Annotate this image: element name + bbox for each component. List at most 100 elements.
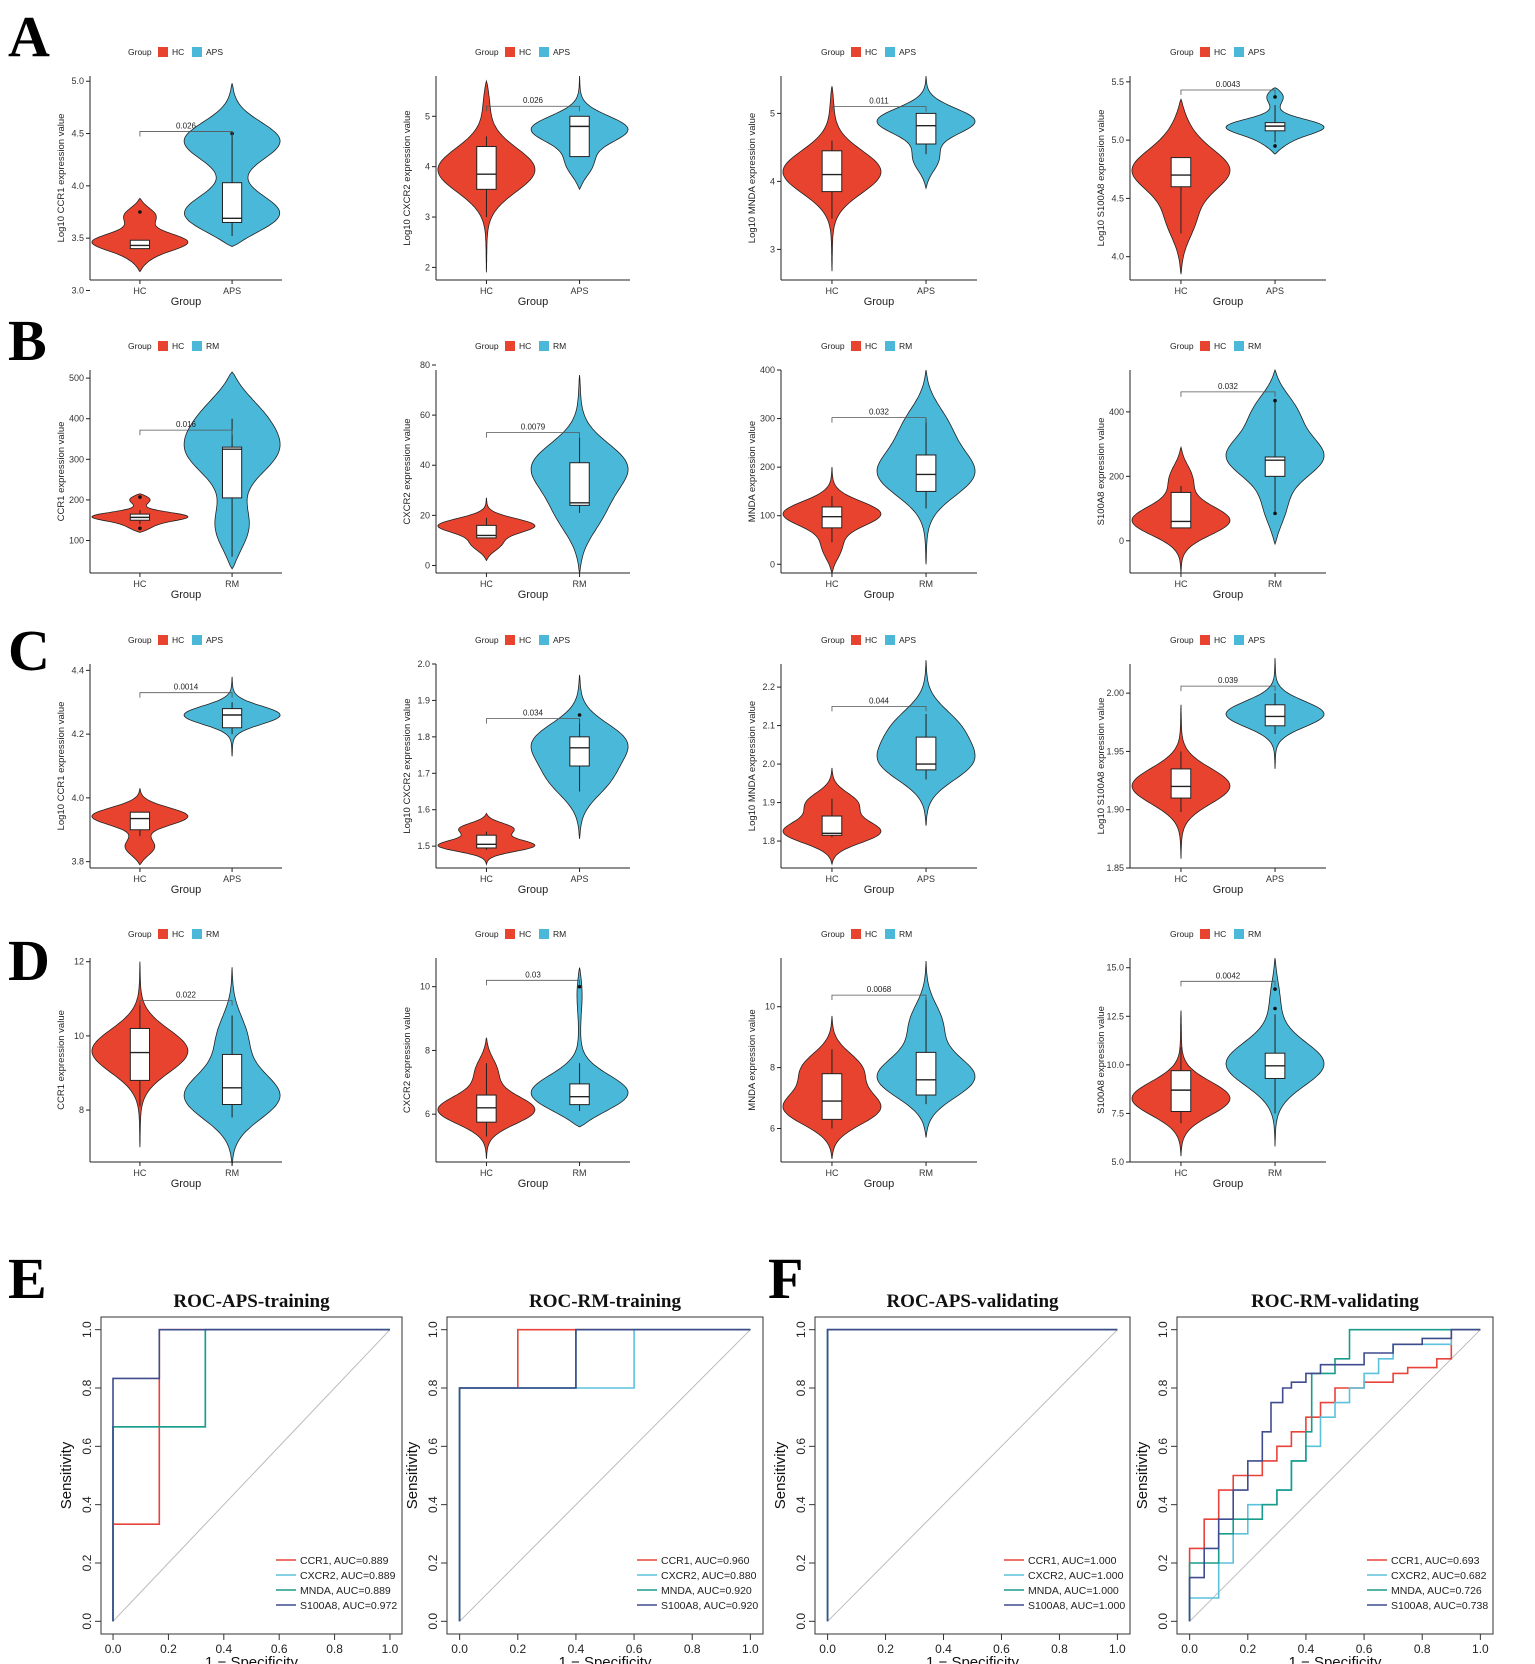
p-value-label: 0.026 xyxy=(176,121,197,130)
panel-letter-b: B xyxy=(8,308,47,373)
legend-label: HC xyxy=(519,635,531,645)
outlier-point xyxy=(1273,987,1277,991)
legend-title: Group xyxy=(128,341,152,351)
y-axis-label: Log10 CCR1 expression value xyxy=(56,702,67,831)
x-axis-label: Group xyxy=(518,884,549,896)
legend-label: APS xyxy=(899,635,916,645)
legend-swatch-hc xyxy=(505,635,515,645)
y-tick-label: 0 xyxy=(1119,536,1124,546)
x-tick-label: 0.0 xyxy=(105,1642,122,1656)
x-axis-label: 1 − Specificity xyxy=(1289,1654,1382,1664)
legend-title: Group xyxy=(1170,341,1194,351)
y-axis-label: S100A8 expression value xyxy=(1096,418,1107,526)
x-axis-label: Group xyxy=(518,1178,549,1190)
y-axis-label: Log10 S100A8 expression value xyxy=(1096,698,1107,835)
y-tick-label: 0.4 xyxy=(1156,1496,1170,1513)
legend-swatch-case xyxy=(539,341,549,351)
legend-label: HC xyxy=(865,47,877,57)
box xyxy=(821,506,843,529)
roc-curve-ccr1 xyxy=(1188,1328,1481,1622)
y-tick-label: 2.0 xyxy=(762,759,775,769)
legend-swatch-case xyxy=(539,635,549,645)
y-tick-label: 100 xyxy=(760,511,775,521)
legend-swatch-hc xyxy=(158,341,168,351)
legend-label: HC xyxy=(172,47,184,57)
x-tick-label: 0.8 xyxy=(1414,1642,1431,1656)
box xyxy=(476,146,497,190)
x-tick-label: HC xyxy=(480,286,493,296)
x-tick-label: HC xyxy=(133,1168,146,1178)
x-axis-label: Group xyxy=(1213,589,1244,601)
x-tick-label: 1.0 xyxy=(382,1642,399,1656)
x-tick-label: HC xyxy=(1174,286,1187,296)
legend-label: APS xyxy=(1248,635,1265,645)
x-tick-label: 0.6 xyxy=(271,1642,288,1656)
y-tick-label: 0.4 xyxy=(80,1496,94,1513)
x-axis-label: Group xyxy=(171,296,202,308)
y-tick-label: 0 xyxy=(425,560,430,570)
legend-swatch-hc xyxy=(1200,929,1210,939)
significance-bracket xyxy=(486,105,580,112)
box xyxy=(821,1073,843,1120)
y-axis-label: Log10 CXCR2 expression value xyxy=(402,698,413,833)
roc-plot-1: ROC-APS-training0.00.00.20.20.40.40.60.6… xyxy=(58,1291,403,1664)
significance-bracket xyxy=(1180,685,1276,692)
x-tick-label: 0.2 xyxy=(509,1642,526,1656)
y-tick-label: 3 xyxy=(425,212,430,222)
legend-entry: CCR1, AUC=0.693 xyxy=(1391,1555,1480,1567)
x-axis-label: 1 − Specificity xyxy=(559,1654,652,1664)
y-tick-label: 400 xyxy=(69,414,84,424)
x-tick-label: 0.6 xyxy=(626,1642,643,1656)
legend-label: APS xyxy=(899,47,916,57)
legend-swatch-case xyxy=(885,47,895,57)
y-tick-label: 3.8 xyxy=(71,857,84,867)
y-tick-label: 1.8 xyxy=(417,732,430,742)
legend-entry: MNDA, AUC=1.000 xyxy=(1028,1585,1119,1597)
x-tick-label: 0.0 xyxy=(1181,1642,1198,1656)
legend-label: RM xyxy=(553,929,566,939)
legend-entry: CCR1, AUC=0.889 xyxy=(300,1555,389,1567)
legend-swatch-case xyxy=(192,635,202,645)
x-tick-label: 0.4 xyxy=(568,1642,585,1656)
reference-diagonal xyxy=(1189,1329,1481,1622)
y-tick-label: 500 xyxy=(69,373,84,383)
legend-swatch-hc xyxy=(505,341,515,351)
legend-title: Group xyxy=(821,47,845,57)
y-axis-label: Log10 CXCR2 expression value xyxy=(402,110,413,245)
significance-bracket xyxy=(831,705,927,712)
legend-swatch-case xyxy=(192,341,202,351)
y-axis-label: CXCR2 expression value xyxy=(402,1007,413,1113)
box xyxy=(221,708,243,729)
box xyxy=(915,112,937,145)
legend-swatch-case xyxy=(1234,635,1244,645)
legend-label: RM xyxy=(1248,929,1261,939)
y-axis-label: Sensitivity xyxy=(404,1441,421,1509)
reference-diagonal xyxy=(827,1329,1118,1622)
box xyxy=(129,239,151,250)
significance-bracket xyxy=(139,692,233,698)
p-value-label: 0.0068 xyxy=(867,985,892,994)
x-tick-label: HC xyxy=(1174,1168,1187,1178)
y-tick-label: 1.7 xyxy=(417,768,430,778)
significance-bracket xyxy=(486,718,580,724)
y-tick-label: 5.0 xyxy=(1111,1157,1124,1167)
roc-curve-mnda xyxy=(1188,1328,1481,1622)
y-axis-label: Log10 S100A8 expression value xyxy=(1096,110,1107,247)
significance-bracket xyxy=(139,131,233,137)
y-tick-label: 5.0 xyxy=(1111,135,1124,145)
y-axis-label: CCR1 expression value xyxy=(56,1010,67,1110)
y-tick-label: 1.0 xyxy=(426,1321,440,1338)
y-tick-label: 60 xyxy=(420,410,430,420)
y-tick-label: 4.0 xyxy=(71,793,84,803)
box xyxy=(1170,1070,1192,1112)
outlier-point xyxy=(138,210,142,214)
legend-title: Group xyxy=(1170,635,1194,645)
box xyxy=(569,736,590,767)
legend-entry: CCR1, AUC=1.000 xyxy=(1028,1555,1117,1567)
x-tick-label: 0.2 xyxy=(1239,1642,1256,1656)
